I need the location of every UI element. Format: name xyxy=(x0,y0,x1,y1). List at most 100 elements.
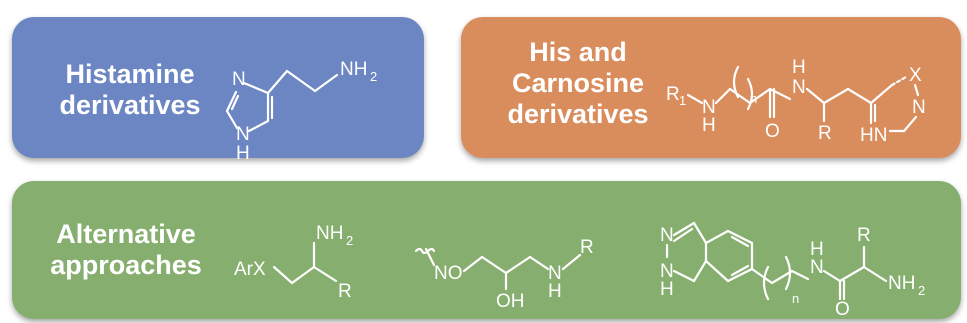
atom-oh: OH xyxy=(496,291,525,312)
atom-n: N xyxy=(792,77,806,98)
bond xyxy=(225,109,239,130)
bond xyxy=(913,83,920,97)
bond xyxy=(528,255,550,271)
bond xyxy=(790,269,810,281)
atom-h: H xyxy=(548,281,562,302)
subscript-2: 2 xyxy=(918,283,925,298)
bond xyxy=(730,264,750,277)
bond xyxy=(266,69,289,95)
bond xyxy=(313,73,339,93)
atom-x: X xyxy=(909,65,922,86)
bond xyxy=(686,93,704,105)
atom-nh2: NH xyxy=(340,59,367,80)
bond xyxy=(504,255,532,275)
bond xyxy=(672,269,696,283)
bond xyxy=(704,229,730,245)
atom-nh2: NH xyxy=(316,223,343,244)
bond xyxy=(424,247,436,267)
atom-n: N xyxy=(660,261,674,282)
bond xyxy=(312,265,338,283)
atom-r: R xyxy=(580,237,594,258)
bond xyxy=(726,229,754,245)
bond xyxy=(285,69,317,93)
title-line: derivatives xyxy=(59,90,201,120)
atom-no: NO xyxy=(434,263,463,284)
atom-h: H xyxy=(810,239,824,260)
atom-o: O xyxy=(835,299,850,320)
bond xyxy=(770,269,794,285)
bond xyxy=(838,265,866,283)
bond xyxy=(822,87,850,105)
his-carnosine-structure: R 1 N H n O H N R X N HN xyxy=(666,57,926,146)
atom-h: H xyxy=(792,57,806,78)
bond xyxy=(714,87,732,105)
bond xyxy=(704,259,730,283)
bond xyxy=(902,115,918,133)
wavy-bond xyxy=(414,247,436,255)
bond xyxy=(728,87,752,105)
bond-dashed xyxy=(890,75,908,87)
alternative-structure-arx: ArX NH 2 R xyxy=(234,223,353,302)
atom-r: R xyxy=(857,225,871,246)
subscript-2: 2 xyxy=(370,69,377,84)
bond xyxy=(247,119,270,133)
title-line: approaches xyxy=(50,250,202,280)
bond xyxy=(768,87,792,101)
atom-n: N xyxy=(912,97,926,118)
bond xyxy=(862,265,888,283)
panel-alternative-approaches: Alternative approaches ArX NH 2 R NO OH … xyxy=(12,181,961,320)
histamine-structure: N N H NH 2 xyxy=(225,59,377,164)
bond xyxy=(462,255,484,273)
alternative-structure-amino-alcohol: NO OH N H R xyxy=(414,237,594,312)
index-n: n xyxy=(750,91,757,106)
alternative-structure-indazole: N N H n H N O R NH 2 xyxy=(660,221,925,320)
bond xyxy=(726,267,754,283)
panel-title-alternative: Alternative approaches xyxy=(26,219,226,281)
atom-r1: R xyxy=(666,84,680,105)
bond xyxy=(672,227,694,243)
bond xyxy=(561,253,582,271)
atom-nh2: NH xyxy=(888,273,915,294)
atom-arx: ArX xyxy=(234,259,266,280)
atom-n: N xyxy=(702,97,716,118)
atom-o: O xyxy=(765,121,780,142)
subscript-1: 1 xyxy=(679,93,686,108)
title-line: derivatives xyxy=(507,99,649,129)
bond xyxy=(290,265,316,285)
bond xyxy=(692,221,708,245)
atom-h: H xyxy=(236,143,250,164)
atom-n: N xyxy=(660,225,674,246)
atom-n: N xyxy=(232,69,246,90)
bond xyxy=(730,235,750,248)
bond xyxy=(846,87,873,105)
atom-n: N xyxy=(236,124,250,145)
bracket-right xyxy=(746,77,754,111)
title-line: Alternative xyxy=(56,219,196,249)
panel-his-carnosine-derivatives: His and Carnosine derivatives R 1 N H n … xyxy=(461,17,961,158)
atom-h: H xyxy=(660,279,674,300)
atom-r: R xyxy=(338,281,352,302)
bracket-left xyxy=(762,265,770,301)
bond xyxy=(822,269,842,283)
bond xyxy=(805,87,826,105)
bond xyxy=(480,255,508,275)
title-line: Histamine xyxy=(65,59,195,89)
bond xyxy=(242,81,270,95)
bond xyxy=(692,259,708,283)
title-line: His and xyxy=(529,37,627,67)
bond xyxy=(748,87,772,105)
panel-histamine-derivatives: Histamine derivatives N N H NH 2 xyxy=(12,17,424,164)
atom-h: H xyxy=(702,115,716,136)
atom-r: R xyxy=(818,123,832,144)
bond xyxy=(225,90,238,113)
bond xyxy=(230,94,240,111)
atom-hn: HN xyxy=(860,125,887,146)
panel-title-histamine: Histamine derivatives xyxy=(30,59,230,121)
atom-n: N xyxy=(810,257,824,278)
bond xyxy=(750,267,774,285)
title-line: Carnosine xyxy=(511,68,645,98)
panel-title-his-carnosine: His and Carnosine derivatives xyxy=(483,37,673,130)
bond xyxy=(672,221,696,237)
atom-n: N xyxy=(548,263,562,284)
subscript-2: 2 xyxy=(346,233,353,248)
